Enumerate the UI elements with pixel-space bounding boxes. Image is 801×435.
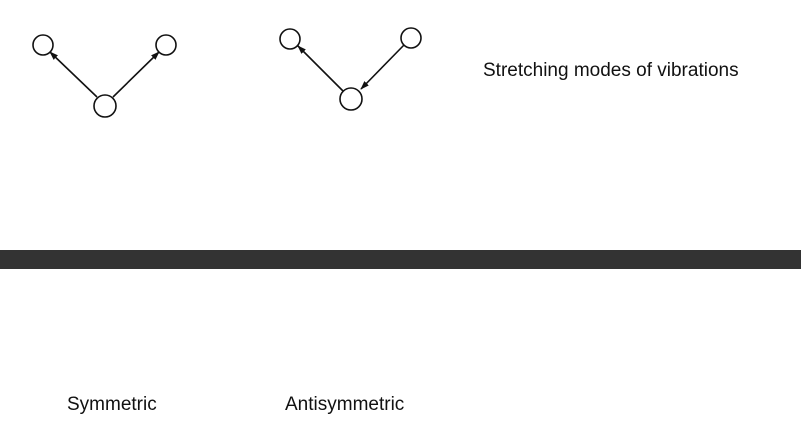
- antisymmetric-atom-center: [339, 87, 363, 111]
- symmetric-atom-center: [93, 94, 117, 118]
- divider-bar: [0, 250, 801, 269]
- symmetric-atom-right: [155, 34, 177, 56]
- symmetric-molecule: [32, 34, 177, 118]
- antisymmetric-molecule: [279, 27, 422, 111]
- antisymmetric-atom-right: [400, 27, 422, 49]
- antisymmetric-label: Antisymmetric: [285, 394, 405, 415]
- antisymmetric-bond-left: [297, 45, 344, 92]
- symmetric-label: Symmetric: [67, 394, 157, 415]
- antisymmetric-bond-right: [360, 44, 405, 90]
- symmetric-bond-right: [112, 51, 160, 98]
- symmetric-bond-left: [49, 51, 98, 98]
- diagram-title: Stretching modes of vibrations: [483, 60, 739, 81]
- antisymmetric-atom-left: [279, 28, 301, 50]
- symmetric-atom-left: [32, 34, 54, 56]
